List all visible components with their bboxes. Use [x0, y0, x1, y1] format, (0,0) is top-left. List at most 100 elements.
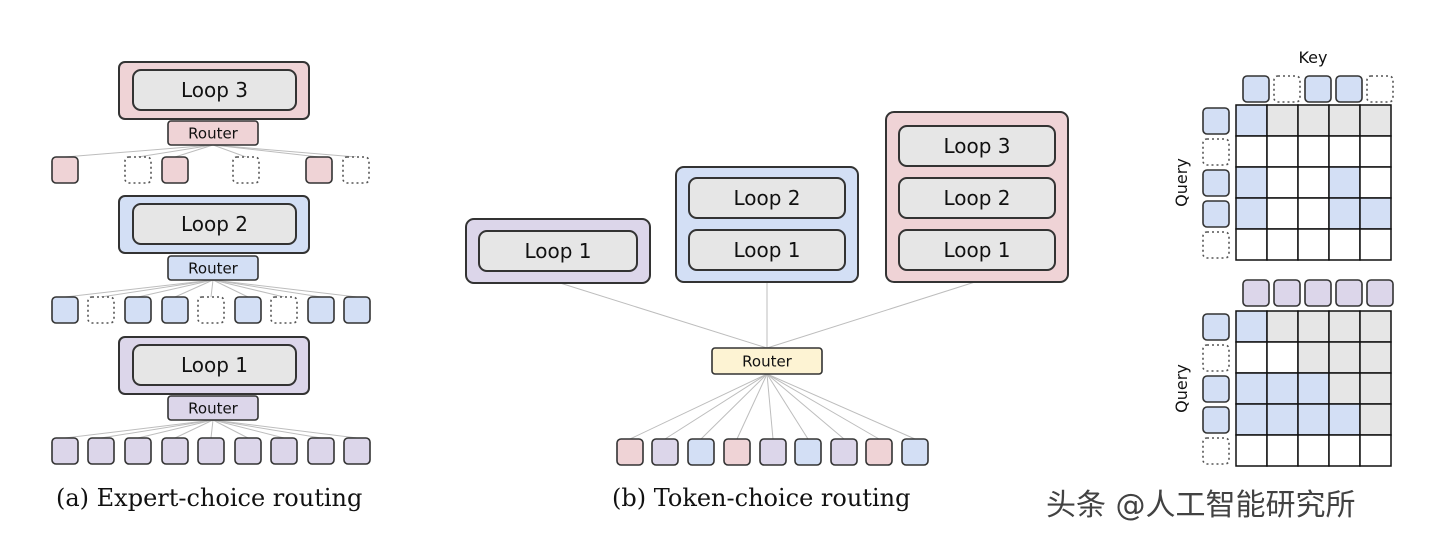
mask-cell — [1328, 104, 1361, 137]
routing-line — [210, 419, 214, 439]
mask-cell — [1266, 135, 1299, 168]
routing-line — [212, 419, 358, 439]
routing-line — [212, 419, 249, 439]
mask-cell — [1266, 310, 1299, 343]
token-blue — [307, 296, 335, 324]
routing-line — [212, 144, 357, 158]
loop-box — [898, 229, 1056, 271]
mask-cell — [1266, 197, 1299, 230]
loop-box — [132, 69, 297, 111]
mask-cell — [1297, 310, 1330, 343]
mask-cell — [1297, 434, 1330, 467]
mask-cell — [1266, 104, 1299, 137]
mask-cell — [1235, 403, 1268, 436]
token-purple — [51, 437, 79, 465]
query-token — [1202, 169, 1230, 197]
key-token — [1366, 279, 1394, 307]
token-pink — [161, 156, 189, 184]
mask-cell — [1235, 135, 1268, 168]
routing-line — [766, 373, 880, 440]
router-box — [711, 347, 823, 375]
router-box-label: Router — [188, 260, 239, 278]
loop-box-label: Loop 2 — [181, 212, 248, 236]
query-axis-label: Query — [1172, 364, 1191, 413]
routing-line — [100, 419, 214, 439]
mask-cell — [1359, 197, 1392, 230]
routing-line — [137, 144, 214, 158]
query-token — [1202, 107, 1230, 135]
token-purple — [830, 438, 858, 466]
routing-line — [174, 279, 214, 298]
routing-line — [212, 279, 358, 298]
mask-cell — [1235, 434, 1268, 467]
token-empty — [342, 156, 370, 184]
key-token — [1273, 279, 1301, 307]
loop-box-label: Loop 1 — [733, 238, 800, 262]
query-token — [1202, 375, 1230, 403]
routing-line — [212, 279, 285, 298]
router-box-label: Router — [742, 353, 793, 371]
mask-cell — [1328, 403, 1361, 436]
mask-cell — [1266, 341, 1299, 374]
routing-line — [766, 373, 845, 440]
token-empty — [124, 156, 152, 184]
token-purple — [197, 437, 225, 465]
routing-line — [137, 279, 214, 298]
loop-box-label: Loop 2 — [733, 186, 800, 210]
query-token — [1202, 313, 1230, 341]
mask-cell — [1235, 310, 1268, 343]
query-token — [1202, 406, 1230, 434]
routing-line — [174, 419, 214, 439]
token-purple — [87, 437, 115, 465]
mask-cell — [1297, 104, 1330, 137]
token-purple — [759, 438, 787, 466]
token-pink — [305, 156, 333, 184]
mask-cell — [1359, 403, 1392, 436]
token-blue — [161, 296, 189, 324]
mask-cell — [1266, 434, 1299, 467]
loop-box — [478, 230, 638, 272]
routing-line — [174, 144, 214, 158]
router-box-label: Router — [188, 400, 239, 418]
token-blue — [687, 438, 715, 466]
token-pink — [616, 438, 644, 466]
loop-box — [898, 177, 1056, 219]
caption-token-choice: (b) Token-choice routing — [612, 484, 911, 512]
mask-cell — [1235, 197, 1268, 230]
mask-cell — [1328, 135, 1361, 168]
routing-line — [664, 373, 768, 440]
mask-cell — [1235, 341, 1268, 374]
mask-cell — [1359, 434, 1392, 467]
mask-cell — [1328, 310, 1361, 343]
mask-cell — [1266, 403, 1299, 436]
caption-expert-choice: (a) Expert-choice routing — [56, 484, 363, 512]
mask-cell — [1359, 341, 1392, 374]
mask-cell — [1235, 372, 1268, 405]
routing-line — [212, 419, 285, 439]
routing-line — [766, 281, 976, 349]
key-token — [1242, 75, 1270, 103]
token-blue — [901, 438, 929, 466]
key-token — [1335, 75, 1363, 103]
mask-top: Query — [1172, 75, 1394, 261]
loop-box — [898, 125, 1056, 167]
routing-line — [137, 419, 214, 439]
key-token — [1335, 279, 1363, 307]
key-token — [1273, 75, 1301, 103]
mask-cell — [1359, 135, 1392, 168]
routing-line — [766, 373, 809, 440]
loop-box-label: Loop 1 — [524, 239, 591, 263]
loop-box-label: Loop 1 — [943, 238, 1010, 262]
key-axis-label: Key — [1298, 48, 1327, 67]
mask-cell — [1359, 372, 1392, 405]
token-purple — [343, 437, 371, 465]
query-token — [1202, 200, 1230, 228]
routing-line — [629, 373, 768, 440]
token-empty — [270, 296, 298, 324]
key-token — [1366, 75, 1394, 103]
token-purple — [124, 437, 152, 465]
token-purple — [270, 437, 298, 465]
